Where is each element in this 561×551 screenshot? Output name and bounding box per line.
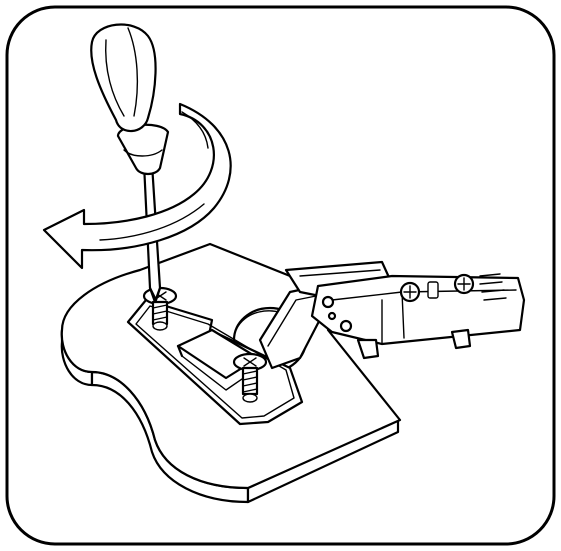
instruction-illustration: [0, 0, 561, 551]
assembly-diagram: [0, 0, 561, 551]
